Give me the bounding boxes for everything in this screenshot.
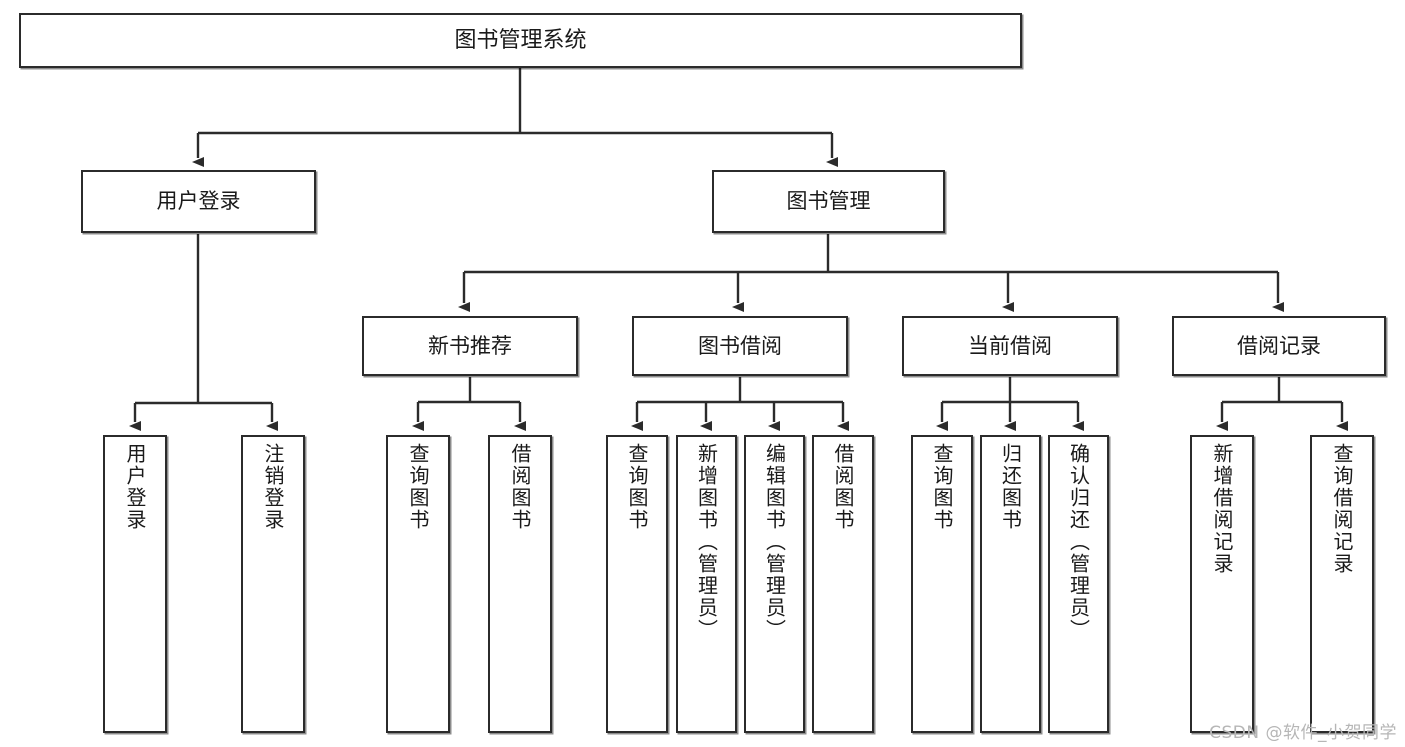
leaf-add-borrow-record[interactable]: 新增借阅记录 <box>1190 435 1254 733</box>
leaf-confirm-return[interactable]: 确认归还（管理员） <box>1048 435 1109 733</box>
node-label: 新增借阅记录 <box>1210 443 1234 575</box>
node-new-book-recommend[interactable]: 新书推荐 <box>362 316 578 376</box>
node-label: 注销登录 <box>261 443 285 531</box>
node-label: 图书管理 <box>786 189 871 214</box>
node-label: 编辑图书（管理员） <box>762 443 787 641</box>
node-label: 确认归还（管理员） <box>1066 443 1091 641</box>
node-book-manage[interactable]: 图书管理 <box>712 170 945 233</box>
leaf-logout[interactable]: 注销登录 <box>241 435 305 733</box>
leaf-query-book-borrow[interactable]: 查询图书 <box>606 435 668 733</box>
node-label: 用户登录 <box>156 189 241 214</box>
node-label: 借阅记录 <box>1237 333 1321 358</box>
node-label: 查询图书 <box>930 443 954 531</box>
leaf-borrow-book[interactable]: 借阅图书 <box>812 435 874 733</box>
node-label: 图书管理系统 <box>454 27 587 53</box>
leaf-borrow-book-recommend[interactable]: 借阅图书 <box>488 435 552 733</box>
node-label: 新书推荐 <box>428 333 512 358</box>
node-label: 查询图书 <box>625 443 649 531</box>
node-root-system[interactable]: 图书管理系统 <box>19 13 1022 68</box>
node-label: 新增图书（管理员） <box>694 443 719 641</box>
leaf-user-login[interactable]: 用户登录 <box>103 435 167 733</box>
leaf-return-book[interactable]: 归还图书 <box>980 435 1041 733</box>
leaf-query-borrow-record[interactable]: 查询借阅记录 <box>1310 435 1374 733</box>
node-user-login[interactable]: 用户登录 <box>81 170 316 233</box>
leaf-edit-book[interactable]: 编辑图书（管理员） <box>744 435 805 733</box>
node-current-borrow[interactable]: 当前借阅 <box>902 316 1118 376</box>
node-label: 当前借阅 <box>968 333 1052 358</box>
leaf-query-book-current[interactable]: 查询图书 <box>911 435 973 733</box>
leaf-add-book[interactable]: 新增图书（管理员） <box>676 435 737 733</box>
leaf-query-book-recommend[interactable]: 查询图书 <box>386 435 450 733</box>
node-label: 用户登录 <box>123 443 147 531</box>
node-label: 查询图书 <box>406 443 430 531</box>
node-borrow-record[interactable]: 借阅记录 <box>1172 316 1386 376</box>
node-label: 查询借阅记录 <box>1330 443 1354 575</box>
node-label: 借阅图书 <box>508 443 532 531</box>
node-label: 归还图书 <box>998 443 1023 531</box>
watermark-text: CSDN @软件_小贺同学 <box>1209 723 1397 743</box>
node-label: 借阅图书 <box>831 443 855 531</box>
node-book-borrow[interactable]: 图书借阅 <box>632 316 848 376</box>
node-label: 图书借阅 <box>698 333 782 358</box>
